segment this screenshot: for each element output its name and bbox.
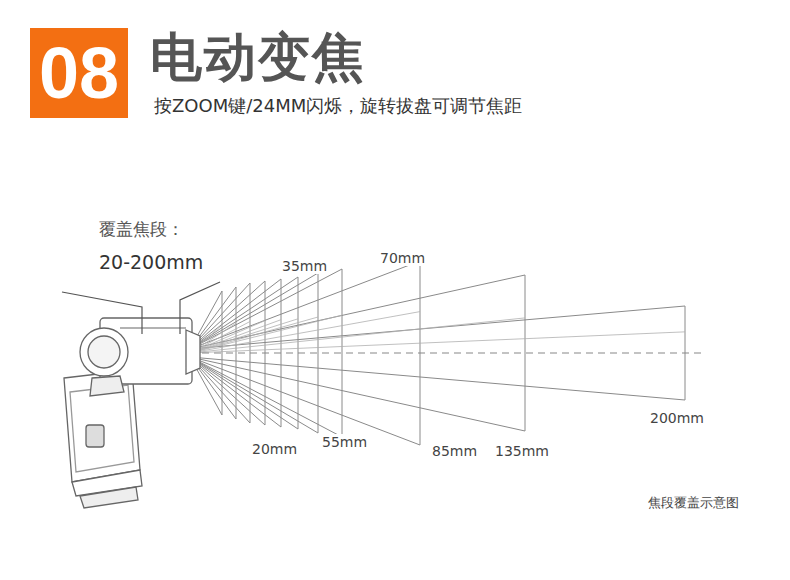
leader-line	[62, 282, 220, 334]
focal-label: 20mm	[250, 441, 299, 457]
center-axis	[190, 352, 705, 353]
beam-ray	[190, 318, 525, 353]
focal-label: 200mm	[648, 410, 706, 426]
subtitle: 按ZOOM键/24MM闪烁，旋转拔盘可调节焦距	[152, 96, 524, 117]
focal-label: 70mm	[378, 250, 427, 266]
flash-unit	[64, 318, 200, 508]
section-number: 08	[39, 37, 119, 109]
beam-ray	[190, 332, 685, 353]
caption: 焦段覆盖示意图	[648, 496, 739, 511]
focal-label: 85mm	[430, 443, 479, 459]
section-number-box: 08	[30, 28, 128, 118]
coverage-heading: 覆盖焦段：	[97, 220, 186, 240]
focal-label: 135mm	[493, 443, 551, 459]
title: 电动变焦	[150, 28, 366, 88]
focal-label: 35mm	[280, 258, 329, 274]
coverage-range: 20-200mm	[97, 252, 205, 274]
beam-ray	[190, 317, 318, 353]
beam-ray	[190, 319, 298, 353]
focal-label: 55mm	[320, 434, 369, 450]
